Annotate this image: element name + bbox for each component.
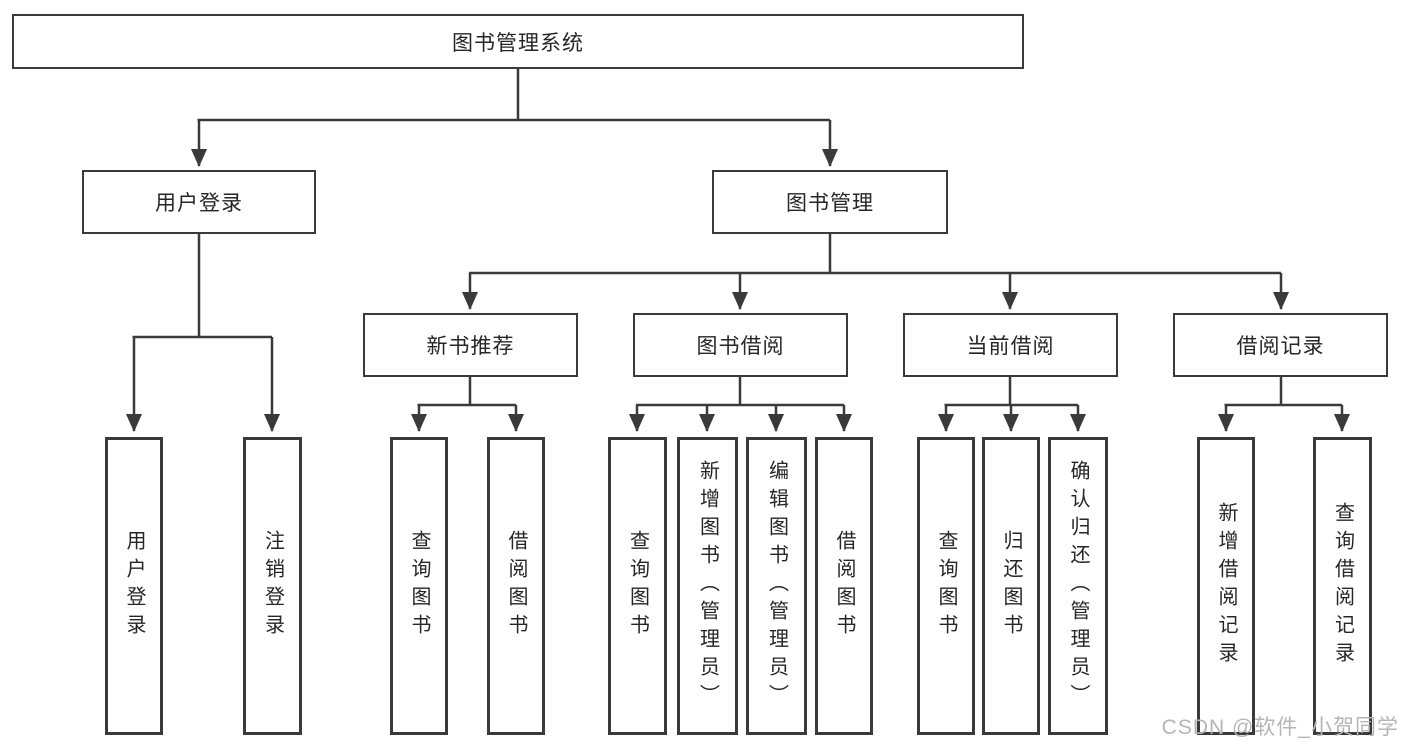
node-label: 查询图书 [408,530,430,642]
node-label: 借阅记录 [1236,335,1325,358]
node-leaf-return-book: 归还图书 [982,437,1040,735]
node-label: 新增借阅记录 [1215,502,1237,670]
node-user-login: 用户登录 [82,170,316,234]
node-leaf-logout: 注销登录 [243,437,302,735]
node-label: 注销登录 [261,530,284,642]
node-label: 查询图书 [626,530,649,642]
node-leaf-query-books-current: 查询图书 [917,437,975,735]
connector-group [126,69,1350,432]
node-leaf-query-books-borrow: 查询图书 [608,437,667,735]
csdn-watermark: CSDN @软件_小贺同学 [1161,716,1399,739]
node-label: 图书管理系统 [452,31,584,55]
node-label: 借阅图书 [505,530,527,642]
node-borrow-records: 借阅记录 [1173,313,1388,377]
node-leaf-edit-book-admin: 编辑图书（管理员） [746,437,807,735]
node-label: 借阅图书 [833,530,855,642]
node-new-book-recommend: 新书推荐 [363,313,578,377]
node-label: 当前借阅 [966,335,1055,358]
node-label: 图书借阅 [696,335,785,358]
node-current-borrow: 当前借阅 [903,313,1118,377]
node-label: 归还图书 [1000,530,1022,642]
node-leaf-confirm-return-admin: 确认归还（管理员） [1048,437,1108,735]
node-label: 查询借阅记录 [1331,502,1354,670]
node-label: 用户登录 [155,192,243,215]
node-label: 图书管理 [786,192,874,215]
node-label: 新增图书（管理员） [696,460,719,712]
node-leaf-borrow-books-recommend: 借阅图书 [487,437,545,735]
node-leaf-query-books-recommend: 查询图书 [390,437,448,735]
node-leaf-add-borrow-record: 新增借阅记录 [1197,437,1255,735]
node-leaf-user-login: 用户登录 [105,437,163,735]
node-book-management: 图书管理 [712,170,948,234]
node-leaf-borrow-books: 借阅图书 [815,437,873,735]
node-label: 编辑图书（管理员） [765,460,788,712]
node-label: 新书推荐 [426,335,515,358]
node-root: 图书管理系统 [12,14,1024,69]
node-leaf-query-borrow-record: 查询借阅记录 [1313,437,1372,735]
node-label: 用户登录 [123,530,145,642]
node-book-borrow: 图书借阅 [633,313,848,377]
node-label: 确认归还（管理员） [1067,460,1089,712]
node-leaf-add-book-admin: 新增图书（管理员） [677,437,738,735]
node-label: 查询图书 [935,530,957,642]
